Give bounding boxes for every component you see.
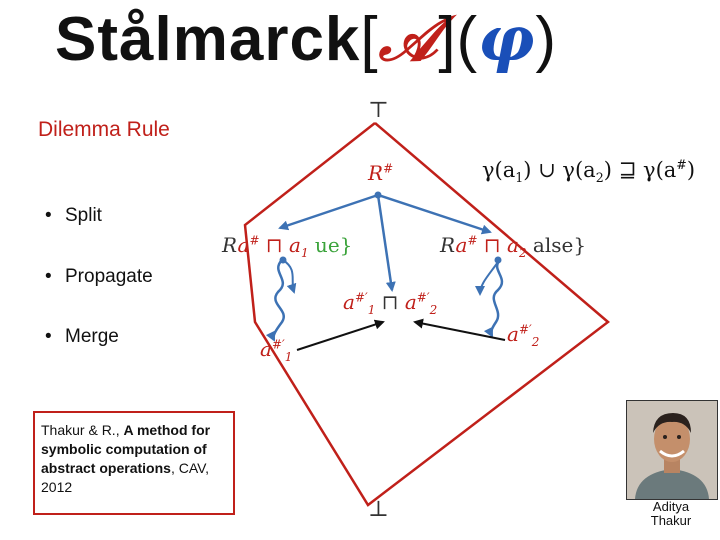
left-meet: ⊓ a xyxy=(259,233,301,257)
bullet-merge: •Merge xyxy=(45,326,119,347)
merge-op: ⊓ xyxy=(375,290,405,314)
propagate-arrow-left xyxy=(265,259,285,342)
merge-arrow-left xyxy=(296,319,385,351)
left-branch-label: Ra# ⊓ a1 ue} xyxy=(222,233,352,260)
reference-authors: Thakur & R., xyxy=(41,422,120,438)
union-part: γ(a xyxy=(482,158,516,182)
right-branch-label: Ra# ⊓ a2 alse} xyxy=(440,233,586,260)
title-formula-symbol: φ xyxy=(478,2,536,75)
left-result-sup: #′ xyxy=(271,337,285,352)
merge-a2-sup: #′ xyxy=(416,290,430,305)
lattice-diamond xyxy=(243,122,610,507)
bullet-split: •Split xyxy=(45,205,102,226)
bullet-propagate: •Propagate xyxy=(45,266,153,287)
title-close-bracket: ] xyxy=(438,5,457,74)
node-root xyxy=(374,191,382,199)
bullet-label: Merge xyxy=(65,326,119,347)
reference-venue: , CAV, 2012 xyxy=(41,460,210,495)
caption-first-name: Aditya xyxy=(652,499,690,514)
union-sub1: 1 xyxy=(515,170,524,186)
author-photo xyxy=(626,400,718,500)
right-result-sup: #′ xyxy=(518,322,532,337)
left-r: R xyxy=(222,233,238,257)
caption-last-name: Thakur xyxy=(650,513,692,528)
union-expression: γ(a1) ∪ γ(a2) ⊒ γ(a#) xyxy=(482,157,695,185)
slide-title: Stålmarck[𝒜](φ) xyxy=(55,8,557,71)
lattice-bottom: ⊥ xyxy=(368,497,389,522)
merge-arrow-right xyxy=(413,318,506,341)
right-r: R xyxy=(440,233,456,257)
merge-a2-sub: 2 xyxy=(429,303,438,317)
right-meet: ⊓ a xyxy=(477,233,519,257)
split-arrow-right xyxy=(377,193,492,235)
right-sup: # xyxy=(467,233,478,248)
reference-title: A method for symbolic computation of abs… xyxy=(41,422,211,476)
merge-a1: a xyxy=(343,290,355,314)
left-tail: ue} xyxy=(308,233,353,257)
bullet-label: Split xyxy=(65,205,102,226)
photo-caption: Aditya Thakur xyxy=(626,500,716,528)
union-part: ) ∪ γ(a xyxy=(523,158,596,182)
split-arrow-middle xyxy=(376,194,396,292)
left-result-sub: 1 xyxy=(284,350,293,364)
node-left xyxy=(279,256,287,264)
right-result-label: a#′2 xyxy=(507,322,539,349)
lattice-top: ⊤ xyxy=(368,98,389,123)
left-a: a xyxy=(237,233,250,257)
title-domain-symbol: 𝒜 xyxy=(378,2,439,75)
root-symbol: R xyxy=(368,161,384,185)
union-part: ) ⊒ γ(a xyxy=(603,158,677,182)
title-open-paren: ( xyxy=(456,5,479,74)
reference-box: Thakur & R., A method for symbolic compu… xyxy=(33,411,235,515)
right-a: a xyxy=(455,233,468,257)
root-label: R# xyxy=(368,161,393,185)
person-portrait-icon xyxy=(627,401,717,499)
union-sup: # xyxy=(676,157,687,172)
root-sup: # xyxy=(383,161,394,176)
right-tail: alse} xyxy=(526,233,587,257)
rule-title: Dilemma Rule xyxy=(38,118,170,141)
union-close: ) xyxy=(686,158,696,182)
left-result-a: a xyxy=(260,337,272,361)
propagate-arrow-right-b xyxy=(475,261,499,296)
union-sub2: 2 xyxy=(595,170,604,186)
merge-label: a#′1 ⊓ a#′2 xyxy=(343,290,437,317)
title-open-bracket: [ xyxy=(360,5,379,74)
propagate-arrow-right xyxy=(483,259,504,338)
split-arrow-left xyxy=(278,193,379,231)
bullet-label: Propagate xyxy=(65,266,153,287)
left-sub: 1 xyxy=(300,246,309,260)
right-result-sub: 2 xyxy=(531,335,540,349)
propagate-arrow-left-b xyxy=(282,259,297,294)
title-prefix: Stålmarck xyxy=(55,5,361,74)
left-sup: # xyxy=(249,233,260,248)
right-result-a: a xyxy=(507,322,519,346)
title-close-paren: ) xyxy=(535,5,557,74)
right-sub: 2 xyxy=(518,246,527,260)
node-right xyxy=(494,256,502,264)
merge-a1-sup: #′ xyxy=(354,290,368,305)
merge-a2: a xyxy=(404,290,417,314)
merge-a1-sub: 1 xyxy=(367,303,376,317)
left-result-label: a#′1 xyxy=(260,337,292,364)
